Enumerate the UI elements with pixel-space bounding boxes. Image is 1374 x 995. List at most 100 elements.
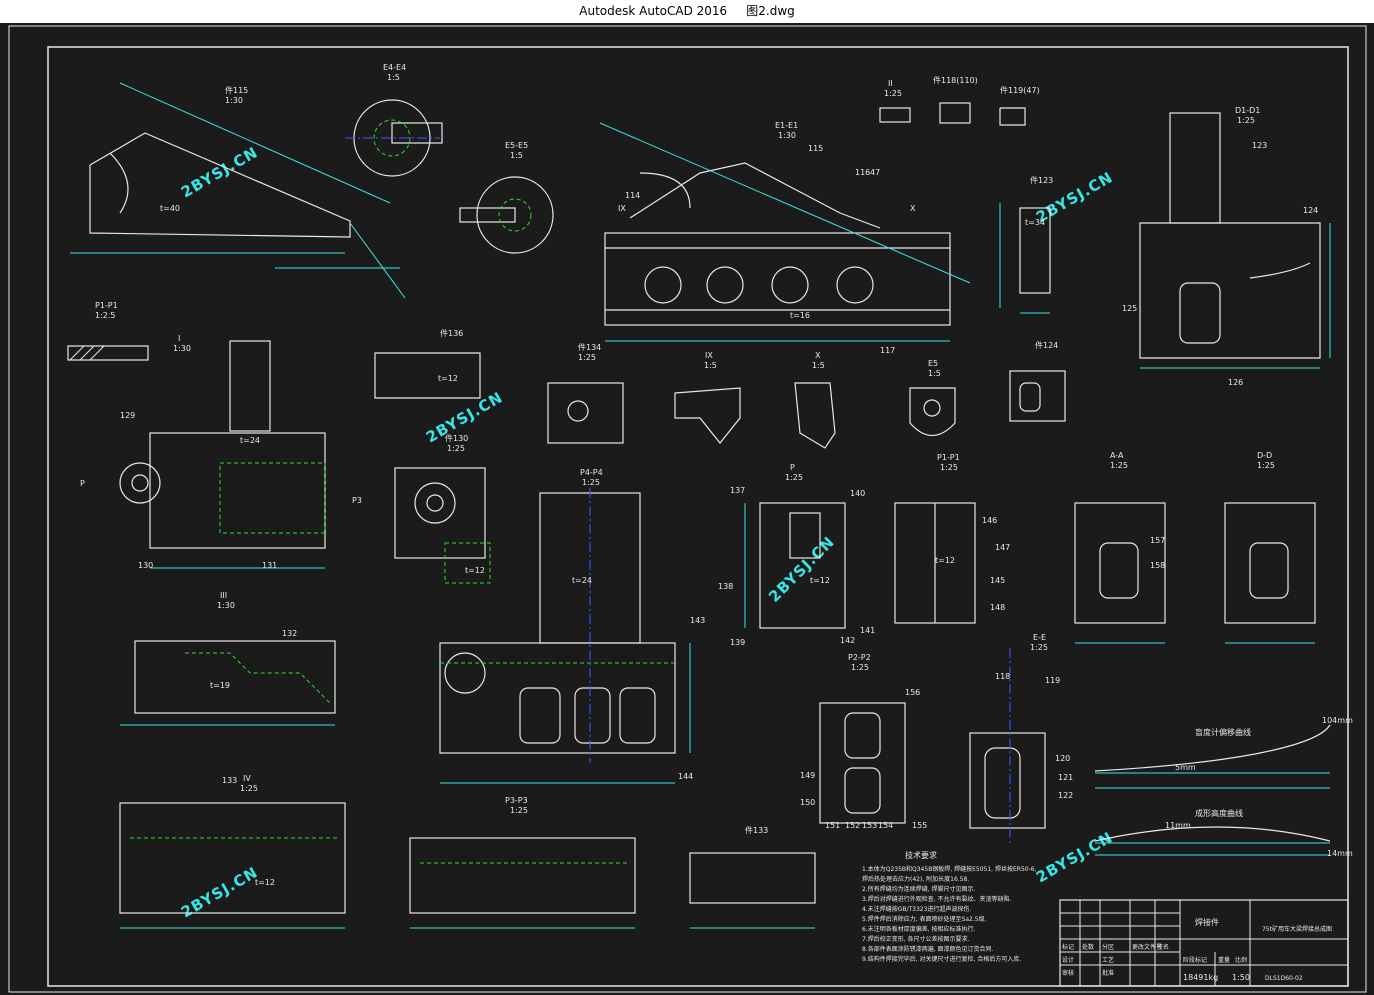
view-part-133[interactable]: 件133	[689, 825, 816, 929]
part-label: 117	[880, 346, 895, 355]
view-title: IX	[705, 351, 713, 360]
part-outline	[969, 732, 1046, 829]
view-e1-e1[interactable]: E1-E1 1:30 115 116 47 114 IX X 117 t=16	[599, 121, 971, 355]
view-part-115[interactable]: 件115 1:30 t=40	[70, 82, 406, 299]
thickness-label: t=12	[438, 374, 458, 383]
view-iii[interactable]: III 1:30 t=19 132	[120, 591, 336, 726]
view-d-d[interactable]: D-D 1:25	[1224, 451, 1316, 644]
view-scale: 1:5	[510, 151, 523, 160]
beam-hole	[836, 266, 874, 304]
part-outline	[547, 382, 624, 444]
part-outline	[119, 802, 346, 914]
title-block-scale: 1:50	[1232, 973, 1250, 982]
part-label: 129	[120, 411, 135, 420]
arm-curve	[639, 172, 691, 209]
part-label: 126	[1228, 378, 1243, 387]
view-part-134[interactable]: 件134 1:25	[547, 342, 624, 444]
view-title: IV	[243, 774, 251, 783]
part-label: 118	[995, 672, 1010, 681]
view-iv[interactable]: IV 1:25 t=12 133	[119, 774, 346, 929]
view-scale: 1:5	[387, 73, 400, 82]
part-label: 146	[982, 516, 997, 525]
view-part-124[interactable]: 件124	[1009, 340, 1066, 422]
view-d1-d1[interactable]: D1-D1 1:25 123 124 125 126	[1122, 106, 1331, 387]
view-e5-small[interactable]: E5 1:5	[909, 359, 956, 437]
part-label: 141	[860, 626, 875, 635]
technical-notes: 技术要求 1.本体为Q235B和Q345B钢板焊, 焊缝按E5051, 焊丝按E…	[862, 850, 1037, 963]
watermark-text: 2BYSJ.CN	[765, 533, 838, 606]
watermark-text: 2BYSJ.CN	[178, 143, 261, 201]
view-a-a[interactable]: A-A 1:25 157 158	[1074, 451, 1166, 644]
view-p1-p1-small[interactable]: P1-P1 1:2.5	[67, 301, 149, 361]
view-ii[interactable]: II 1:25	[879, 79, 911, 123]
stage-label: 阶段标记	[1183, 956, 1207, 964]
view-title: E1-E1	[775, 121, 798, 130]
part-boss	[414, 482, 456, 524]
view-title: E5-E5	[505, 141, 528, 150]
note-line: 1.本体为Q235B和Q345B钢板焊, 焊缝按E5051, 焊丝按ER50-6…	[862, 865, 1037, 873]
view-title: P4-P4	[580, 468, 603, 477]
curve-forming[interactable]: 成形高度曲线 11mm 14mm	[1094, 808, 1353, 858]
view-part-136[interactable]: 件136 t=12	[374, 328, 481, 399]
curve-mid-label: 5mm	[1175, 763, 1196, 772]
note-line: 5.焊件焊后消除应力, 表面喷砂处理至Sa2.5级.	[862, 915, 987, 923]
view-e5-e5[interactable]: E5-E5 1:5	[459, 141, 554, 254]
thickness-label: t=34	[1025, 218, 1045, 227]
part-outline	[1224, 502, 1316, 624]
view-ix[interactable]: IX 1:5	[674, 351, 741, 444]
part-label: 123	[1252, 141, 1267, 150]
part-outline	[1019, 207, 1051, 294]
window-cutout	[619, 687, 656, 744]
view-title: 件119(47)	[1000, 85, 1040, 95]
thickness-label: t=12	[255, 878, 275, 887]
row-label: 标记	[1062, 943, 1074, 951]
curve-end-label: 14mm	[1327, 849, 1353, 858]
view-scale: 1:25	[1030, 643, 1048, 652]
part-hole	[426, 494, 444, 512]
view-part-118[interactable]: 件118(110)	[933, 75, 978, 124]
view-scale: 1:25	[578, 353, 596, 362]
view-scale: 1:25	[1257, 461, 1275, 470]
view-scale: 1:25	[240, 784, 258, 793]
part-label: 119	[1045, 676, 1060, 685]
title-block-title: 75t矿用车大梁焊接总成图	[1262, 925, 1332, 933]
part-label: 149	[800, 771, 815, 780]
view-title: III	[220, 591, 227, 600]
view-part-119[interactable]: 件119(47)	[999, 85, 1040, 126]
title-block-drawing-no: DLS1D60-02	[1265, 975, 1303, 982]
part-label: 124	[1303, 206, 1318, 215]
view-e4-e4[interactable]: E4-E4 1:5	[345, 63, 443, 177]
view-x[interactable]: X 1:5	[794, 351, 836, 449]
curve-offset[interactable]: 盲度计偏移曲线 5mm 104mm	[1094, 716, 1353, 789]
part-label: 114	[625, 191, 640, 200]
part-label: 137	[730, 486, 745, 495]
view-scale: 1:25	[447, 444, 465, 453]
thickness-label: t=24	[572, 576, 592, 585]
part-label: IX	[618, 204, 626, 213]
boss-circle	[444, 652, 486, 694]
curve-end-label: 104mm	[1322, 716, 1353, 725]
view-p3-p3[interactable]: P3-P3 1:25	[409, 796, 636, 929]
part-label: P	[80, 479, 85, 488]
section-outline	[67, 345, 149, 361]
view-p1-p1[interactable]: P1-P1 1:25 t=12 146 147 145 148	[894, 453, 1010, 624]
drawing-canvas[interactable]: 2BYSJ.CN 2BYSJ.CN 2BYSJ.CN 2BYSJ.CN 2BYS…	[0, 23, 1374, 995]
view-part-123[interactable]: 件123 t=34	[999, 175, 1053, 314]
view-e-e[interactable]: E-E 1:25 118 119 120 121 122	[969, 633, 1073, 843]
part-label: 125	[1122, 304, 1137, 313]
title-block-name: 焊接件	[1195, 917, 1219, 927]
watermark-text: 2BYSJ.CN	[1033, 828, 1116, 886]
view-i[interactable]: I 1:30 t=24 129 130 131 P P3	[80, 334, 362, 570]
view-part-130[interactable]: 件130 1:25 t=12	[394, 433, 491, 584]
note-line: 焊后热处理去应力(42), 附加长度16.58.	[862, 875, 969, 883]
drawing-svg: 2BYSJ.CN 2BYSJ.CN 2BYSJ.CN 2BYSJ.CN 2BYS…	[8, 25, 1367, 993]
view-p4-p4[interactable]: P4-P4 1:25 t=24 143 144	[439, 468, 705, 784]
upright-outline	[1169, 112, 1221, 224]
view-p2-p2[interactable]: P2-P2 1:25 156 149 150 151 152 153 154 1…	[800, 653, 927, 830]
gusset-curve	[1249, 262, 1311, 279]
part-label: 158	[1150, 561, 1165, 570]
hatch-line	[89, 345, 105, 361]
view-title: P1-P1	[95, 301, 118, 310]
view-p[interactable]: P 1:25 t=12 137 140 138 139 141 142	[718, 463, 875, 647]
view-title: P	[790, 463, 795, 472]
